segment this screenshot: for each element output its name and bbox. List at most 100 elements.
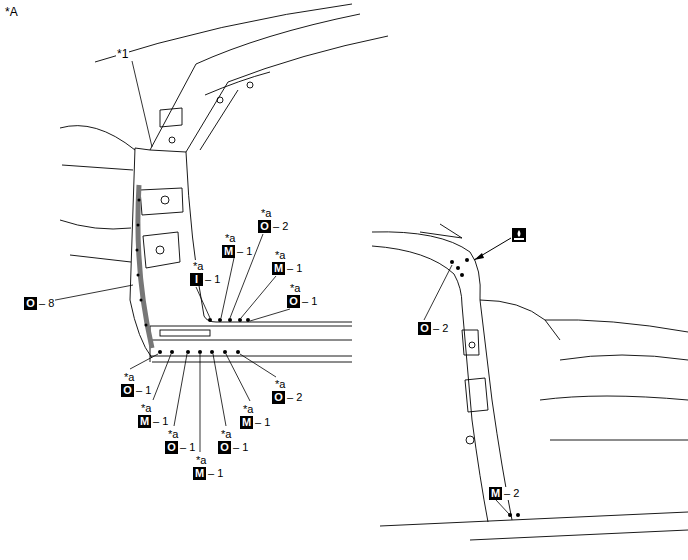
weld-symbol-letter: O (220, 441, 229, 453)
drawing-part (150, 326, 352, 327)
weld-symbol-box: O (24, 297, 37, 310)
drawing-part (474, 238, 511, 260)
drawing-part (450, 260, 454, 264)
drawing-part (186, 36, 388, 152)
weld-symbol-letter: M (242, 416, 251, 428)
drawing-part (518, 230, 521, 237)
weld-symbol-letter: M (140, 415, 149, 427)
weld-symbol-box: O (287, 295, 300, 308)
drawing-part (462, 330, 479, 355)
drawing-part (474, 253, 484, 260)
drawing-part (198, 350, 202, 354)
callout-number: – 1 (135, 384, 152, 397)
drawing-part (140, 299, 143, 302)
drawing-part (205, 72, 270, 95)
drawing-part (247, 82, 253, 88)
drawing-part (469, 342, 475, 348)
weld-symbol-box: M (240, 416, 253, 429)
weld-symbol-box: M (222, 245, 235, 258)
drawing-part (160, 108, 182, 127)
weld-symbol-letter: M (195, 467, 204, 479)
drawing-part (138, 199, 141, 202)
drawing-part (60, 126, 135, 150)
drawing-part (136, 249, 139, 252)
figure-label: *A (4, 6, 19, 19)
drawing-part (545, 320, 688, 332)
drawing-part (380, 512, 688, 526)
weld-symbol-box: M (272, 262, 285, 275)
weld-symbol-letter: O (420, 322, 429, 334)
callout-number: *a (192, 260, 204, 273)
drawing-part (226, 354, 250, 401)
callout-number: *a (274, 378, 286, 391)
weld-symbol-letter: O (26, 297, 35, 309)
drawing-part (186, 152, 352, 322)
drawing-part (135, 148, 186, 152)
weld-strip (138, 185, 152, 348)
drawing-part (456, 266, 460, 270)
weld-symbol-letter: M (491, 487, 500, 499)
drawing-part (160, 330, 210, 336)
drawing-part (170, 350, 174, 354)
drawing-part (145, 324, 148, 327)
callout-number: *a (274, 249, 286, 262)
drawing-part (372, 232, 512, 520)
drawing-part (140, 188, 183, 215)
left-body-figure (60, 4, 388, 362)
weld-symbol-box: O (418, 322, 431, 335)
drawing-part (540, 396, 688, 400)
weld-points-right (450, 258, 520, 517)
callout-number: – 8 (38, 297, 55, 310)
drawing-part (550, 440, 688, 441)
weld-symbol-box: O (121, 384, 134, 397)
drawing-part (130, 354, 158, 369)
weld-symbol-letter: O (167, 441, 176, 453)
drawing-part (132, 61, 152, 147)
drawing-part (153, 354, 171, 400)
drawing-part (70, 255, 131, 262)
weld-symbol-letter: O (289, 295, 298, 307)
weld-points-left (136, 199, 251, 355)
callout-number: – 1 (179, 441, 196, 454)
drawing-part (186, 350, 190, 354)
callout-number: *a (224, 232, 236, 245)
drawing-part (218, 318, 222, 322)
drawing-part (223, 350, 227, 354)
callout-number: – 1 (207, 467, 224, 480)
drawing-part (169, 137, 175, 143)
drawing-part (60, 220, 131, 229)
weld-symbol-box: O (258, 220, 271, 233)
drawing-part (158, 350, 162, 354)
drawing-part (137, 224, 140, 227)
drawing-part (250, 309, 290, 321)
callout-number: – 1 (254, 416, 271, 429)
drawing-part (514, 238, 524, 240)
drawing-part (470, 530, 688, 540)
drawing-part (424, 265, 452, 320)
drawing-part (150, 356, 352, 357)
callout-number: – 1 (286, 262, 303, 275)
weld-symbol-letter: O (260, 220, 269, 232)
weld-symbol-box: M (138, 415, 151, 428)
drawing-part (156, 246, 164, 254)
right-body-figure (372, 224, 688, 540)
leader-lines (40, 61, 509, 514)
weld-symbol-box: O (218, 441, 231, 454)
callout-number: – 2 (432, 322, 449, 335)
drawing-part (236, 350, 240, 354)
drawing-part (210, 350, 214, 354)
drawing-part (465, 258, 469, 262)
drawing-part (200, 354, 201, 452)
callout-number: *a (242, 403, 254, 416)
weld-symbol-letter: I (195, 273, 198, 285)
callout-number: – 1 (301, 295, 318, 308)
callout-number: *a (289, 282, 301, 295)
drawing-part (241, 276, 276, 318)
drawing-part (161, 196, 169, 204)
drawing-part (143, 232, 180, 268)
drawing-part (95, 4, 352, 62)
drawing-part (217, 97, 223, 103)
callout-number: – 1 (236, 245, 253, 258)
drawing-part (496, 500, 509, 514)
drawing-part (460, 273, 464, 277)
